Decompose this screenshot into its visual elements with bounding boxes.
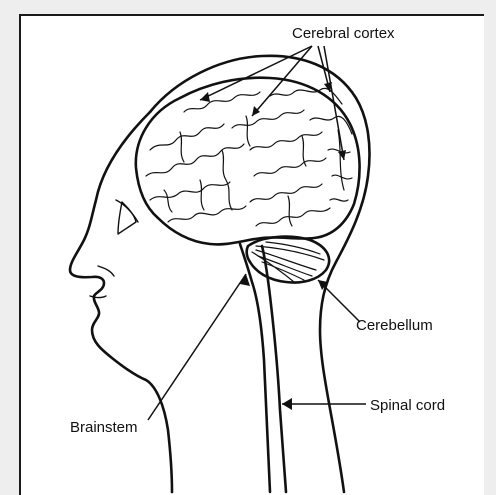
eye-outline	[118, 202, 136, 234]
label-cerebellum: Cerebellum	[356, 317, 433, 334]
leader-lines	[148, 46, 366, 420]
cortex-gyri	[146, 88, 352, 226]
nostril	[98, 266, 114, 276]
label-spinal-cord: Spinal cord	[370, 397, 445, 414]
label-brainstem: Brainstem	[70, 419, 138, 436]
arrow-heads	[200, 82, 346, 410]
mouth-line	[90, 296, 106, 298]
label-cerebral-cortex: Cerebral cortex	[292, 25, 395, 42]
cerebellum-outline	[247, 237, 329, 283]
cerebrum-outline	[136, 78, 360, 245]
